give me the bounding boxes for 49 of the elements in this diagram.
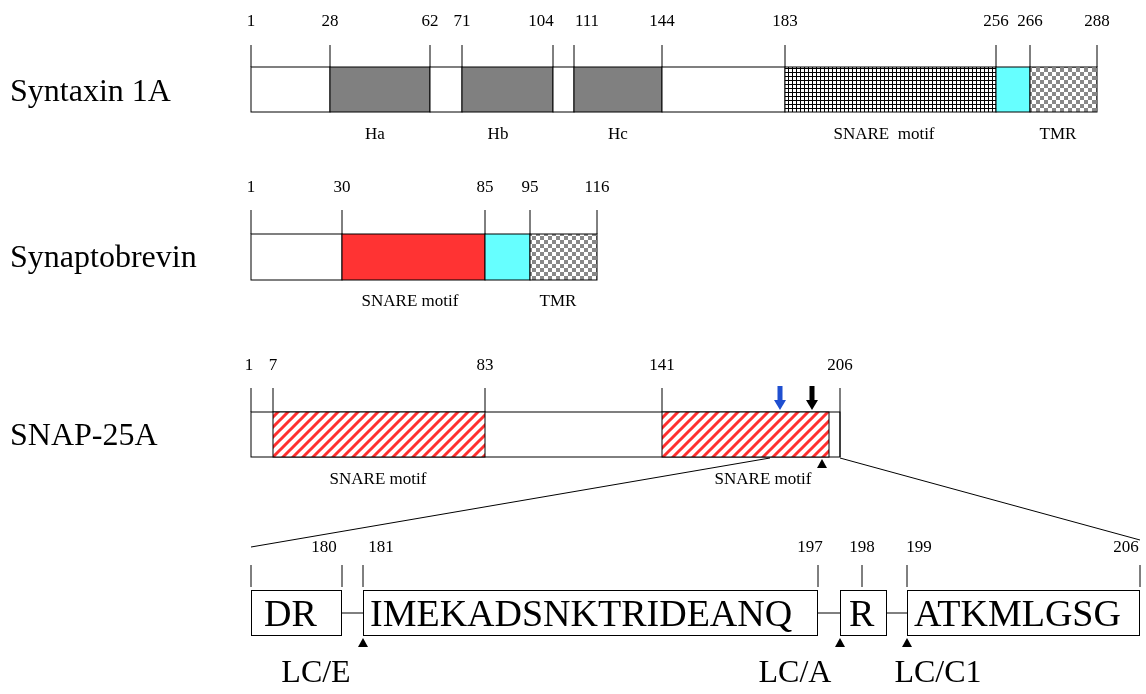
position-number: 1 — [244, 356, 254, 373]
domain-label: TMR — [1039, 125, 1077, 142]
position-number: 7 — [268, 356, 278, 373]
protein-name: Syntaxin 1A — [10, 74, 171, 106]
position-number: 181 — [368, 538, 394, 555]
connector-line — [817, 612, 841, 614]
position-number: 71 — [453, 12, 471, 29]
position-number: 28 — [321, 12, 339, 29]
position-number: 266 — [1017, 12, 1043, 29]
position-number: 111 — [574, 12, 600, 29]
protein-name: Synaptobrevin — [10, 240, 197, 272]
position-number: 288 — [1084, 12, 1110, 29]
position-number: 95 — [521, 178, 539, 195]
domain-label: SNARE motif — [714, 470, 812, 487]
position-number: 116 — [584, 178, 610, 195]
position-number: 62 — [421, 12, 439, 29]
position-number: 180 — [311, 538, 337, 555]
connector-line — [341, 612, 364, 614]
position-number: 85 — [476, 178, 494, 195]
cleavage-site-label: LC/E — [281, 655, 351, 687]
sequence-box: DR — [251, 590, 342, 636]
domain-label: SNARE motif — [329, 470, 427, 487]
domain-label: SNARE motif — [833, 125, 935, 142]
position-number: 144 — [649, 12, 675, 29]
domain-label: Hb — [487, 125, 509, 142]
position-number: 1 — [246, 178, 256, 195]
protein-name: SNAP-25A — [10, 418, 158, 450]
cleavage-site-label: LC/A — [758, 655, 832, 687]
sequence-box: R — [840, 590, 887, 636]
sequence-box: ATKMLGSG — [907, 590, 1140, 636]
position-number: 141 — [649, 356, 675, 373]
position-number: 104 — [528, 12, 554, 29]
position-number: 198 — [849, 538, 875, 555]
domain-label: SNARE motif — [361, 292, 459, 309]
position-number: 83 — [476, 356, 494, 373]
position-number: 1 — [246, 12, 256, 29]
position-number: 199 — [906, 538, 932, 555]
position-number: 30 — [333, 178, 351, 195]
sequence-box: IMEKADSNKTRIDEANQ — [363, 590, 818, 636]
position-number: 197 — [797, 538, 823, 555]
position-number: 256 — [983, 12, 1009, 29]
position-number: 206 — [827, 356, 853, 373]
position-number: 183 — [772, 12, 798, 29]
domain-label: Ha — [365, 125, 385, 142]
connector-line — [886, 612, 908, 614]
cleavage-site-label: LC/C1 — [894, 655, 982, 687]
domain-label: TMR — [539, 292, 577, 309]
position-number: 206 — [1113, 538, 1139, 555]
domain-label: Hc — [608, 125, 628, 142]
